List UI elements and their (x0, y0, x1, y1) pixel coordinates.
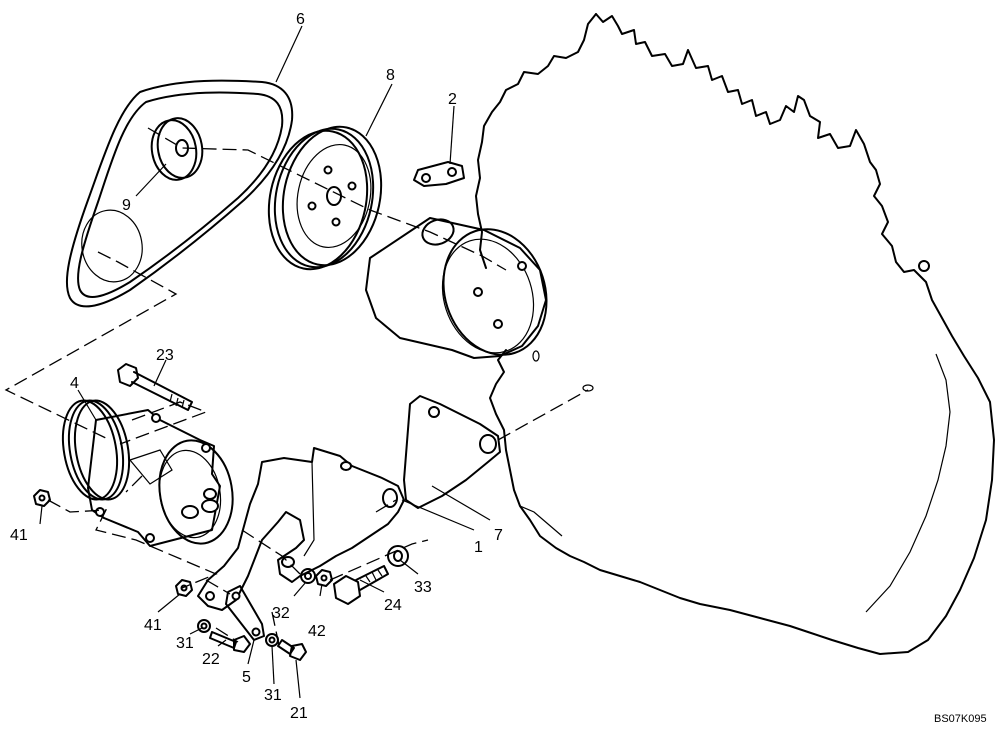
callout-8: 8 (386, 67, 395, 84)
callout-21: 21 (290, 705, 308, 722)
part-33-washer (387, 545, 409, 567)
part-21-bolt (277, 639, 307, 661)
part-2-clip (413, 161, 465, 187)
leader-lines (39, 25, 491, 699)
part-23-long-bolt (117, 363, 193, 411)
part-9-idler-pulley (81, 117, 204, 283)
callout-9: 9 (122, 197, 131, 214)
callout-42: 42 (308, 623, 326, 640)
part-31-washer-b (265, 633, 279, 647)
part-4-compressor (61, 399, 234, 547)
part-8-crank-pulley (267, 125, 383, 271)
part-5-strap (225, 585, 265, 641)
callout-22: 22 (202, 651, 220, 668)
part-7-bracket (403, 395, 501, 509)
callout-6: 6 (296, 11, 305, 28)
part-41-nut-b (175, 579, 193, 597)
callout-23: 23 (156, 347, 174, 364)
part-22-bolt (209, 631, 251, 653)
callout-24: 24 (384, 597, 402, 614)
engine-block (475, 13, 995, 655)
callout-1: 1 (474, 539, 483, 556)
callout-2: 2 (448, 91, 457, 108)
part-24-bolt (333, 565, 389, 605)
part-42-nut (315, 569, 333, 587)
callout-32: 32 (272, 605, 290, 622)
callout-31-right: 31 (264, 687, 282, 704)
callout-33: 33 (414, 579, 432, 596)
callout-41-left: 41 (10, 527, 28, 544)
callouts: 6 8 2 9 23 4 7 1 41 33 24 32 42 41 31 22… (10, 11, 503, 722)
callout-41-lower: 41 (144, 617, 162, 634)
pump-housing (365, 217, 548, 359)
part-31-washer-a (197, 619, 211, 633)
callout-31-left: 31 (176, 635, 194, 652)
diagram-code: BS07K095 (934, 713, 987, 725)
part-6-belt (65, 79, 294, 308)
callout-4: 4 (70, 375, 79, 392)
callout-5: 5 (242, 669, 251, 686)
part-41-nut-a (33, 489, 51, 507)
assembly-lines (4, 127, 589, 651)
callout-7: 7 (494, 527, 503, 544)
